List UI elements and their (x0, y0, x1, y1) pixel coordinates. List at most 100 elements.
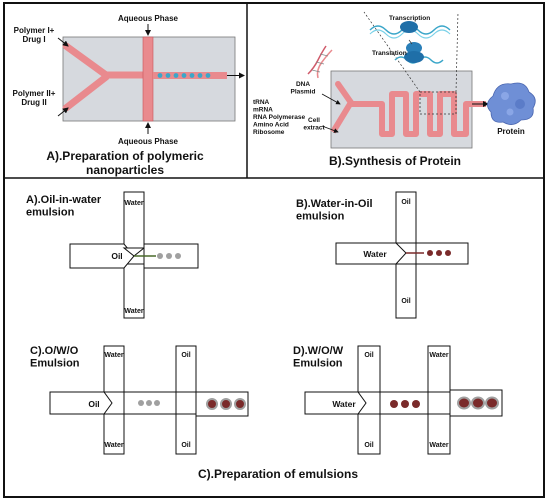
water-channel-top-c (103, 345, 125, 393)
transcription-inset (369, 21, 451, 64)
dna-plasmid-icon (307, 45, 333, 79)
rna-polymerase-icon (400, 21, 418, 33)
droplet (175, 253, 181, 259)
translation-label: Translation (372, 50, 407, 57)
nanoparticles (157, 73, 211, 78)
panel-b-caption: B).Synthesis of Protein (329, 154, 461, 168)
zoom-box (419, 91, 457, 115)
double-droplet (206, 398, 218, 410)
aqueous-channel (142, 36, 154, 122)
serpentine-channel (330, 91, 486, 137)
droplet (154, 400, 160, 406)
outer-frame (3, 2, 545, 498)
water-label-top-d: Water (429, 352, 448, 359)
arrow-cell-extract (321, 125, 339, 133)
nanoparticle (157, 73, 163, 78)
droplet (390, 400, 398, 408)
transcription-arrow (408, 39, 413, 45)
nanoparticle (173, 73, 179, 78)
chip-b (330, 70, 473, 149)
arrow-plasmid (321, 93, 341, 105)
droplet (146, 400, 152, 406)
arrow-inlet-bottom (57, 107, 69, 117)
oil-channel-bottom (395, 263, 417, 319)
double-droplet (471, 396, 485, 410)
nanoparticle (165, 73, 171, 78)
arrow-inlet-top (57, 37, 69, 47)
panel-a-nanoparticles: Aqueous Phase Aqueous Phase Polymer I+Dr… (13, 14, 245, 177)
double-droplet (220, 398, 232, 410)
droplet (166, 253, 172, 259)
water-inlet-channel (335, 242, 407, 265)
protein-icon (487, 82, 536, 125)
water-label-top: Water (124, 200, 143, 207)
droplet (401, 400, 409, 408)
oil-label-top: Oil (401, 199, 410, 206)
water-label-bottom: Water (124, 308, 143, 315)
droplet (412, 400, 420, 408)
droplet (436, 250, 442, 256)
ribosome-icon (406, 42, 422, 54)
double-droplet (457, 396, 471, 410)
oil-inlet-channel-c (49, 391, 113, 415)
droplet (445, 250, 451, 256)
oil-channel-top (395, 191, 417, 244)
aqueous-top-label: Aqueous Phase (118, 14, 179, 23)
oil-channel-top-c (175, 345, 197, 393)
nanoparticle (197, 73, 203, 78)
water-label-top-c: Water (104, 352, 123, 359)
water-inlet-channel-d (304, 391, 367, 415)
water-label-bottom-d: Water (429, 442, 448, 449)
zoom-line-left (363, 11, 421, 93)
water-label-left-d: Water (332, 399, 356, 409)
nanoparticle (181, 73, 187, 78)
oil-channel-top-d (357, 345, 381, 393)
inlet-bottom-label: Polymer II+Drug II (13, 89, 56, 107)
plasmid-inlet-channel (335, 81, 355, 107)
transcription-label: Transcription (389, 15, 430, 22)
nanoparticle (189, 73, 195, 78)
double-droplet (485, 396, 499, 410)
ribosome-icon-large (404, 51, 424, 63)
oil-label-bottom-c: Oil (181, 442, 190, 449)
oil-label-bottom: Oil (401, 298, 410, 305)
oil-channel-bottom-d (357, 413, 381, 455)
water-channel-bottom-d (427, 413, 451, 455)
oil-label-left-c: Oil (88, 399, 99, 409)
inlet-channel-bottom (62, 73, 110, 112)
aqueous-bottom-label: Aqueous Phase (118, 137, 179, 146)
oil-label-top-d: Oil (364, 352, 373, 359)
droplet (138, 400, 144, 406)
oil-label: Oil (111, 251, 122, 261)
water-channel-bottom-c (103, 413, 125, 455)
inlet-top-label: Polymer I+Drug I (14, 26, 55, 44)
water-channel-bottom (123, 263, 145, 319)
oil-channel-bottom-c (175, 413, 197, 455)
oil-inlet-channel (69, 243, 135, 269)
zoom-line-right (455, 11, 459, 93)
oil-label-bottom-d: Oil (364, 442, 373, 449)
water-channel-top-d (427, 345, 451, 393)
emulsions-caption: C).Preparation of emulsions (198, 467, 358, 481)
water-label: Water (363, 249, 387, 259)
droplet (427, 250, 433, 256)
protein-label: Protein (497, 127, 525, 136)
nanoparticle (205, 73, 211, 78)
oil-label-top-c: Oil (181, 352, 190, 359)
droplet (157, 253, 163, 259)
double-droplet (234, 398, 246, 410)
